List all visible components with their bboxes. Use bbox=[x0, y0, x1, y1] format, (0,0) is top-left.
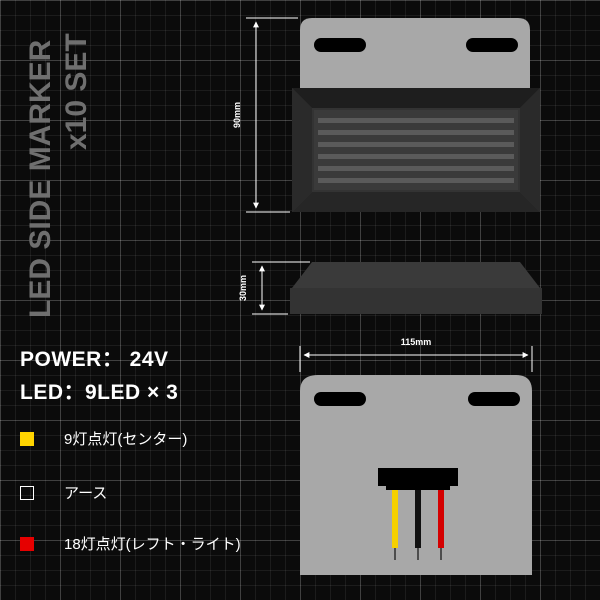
side-view bbox=[290, 262, 542, 314]
front-bezel-top bbox=[292, 88, 540, 108]
legend-item-ground: アース bbox=[20, 482, 107, 503]
side-housing-body bbox=[290, 288, 542, 314]
yellow-swatch-icon bbox=[20, 431, 34, 446]
product-title: LED SIDE MARKER x10 SET bbox=[24, 33, 90, 318]
depth-dimension: 30mm bbox=[238, 261, 310, 315]
front-bezel-left bbox=[292, 88, 312, 212]
front-mount-hole-left bbox=[314, 38, 366, 52]
wire-connector bbox=[378, 468, 458, 486]
wire-connector-stem bbox=[386, 486, 450, 490]
back-view bbox=[300, 375, 532, 575]
front-bezel-right bbox=[520, 88, 540, 212]
width-label: 115mm bbox=[401, 337, 432, 347]
lens-ribs bbox=[318, 118, 514, 183]
height-dimension: 90mm bbox=[232, 17, 298, 213]
product-title-line1: LED SIDE MARKER bbox=[24, 39, 57, 318]
width-dimension: 115mm bbox=[299, 337, 533, 372]
front-view bbox=[292, 18, 540, 212]
legend-label-left-right: 18灯点灯(レフト・ライト) bbox=[64, 536, 241, 553]
front-mount-plate bbox=[300, 18, 530, 95]
red-swatch-icon bbox=[20, 536, 34, 551]
side-housing-top bbox=[292, 262, 540, 288]
depth-label: 30mm bbox=[238, 275, 248, 301]
legend-item-left-right: 18灯点灯(レフト・ライト) bbox=[20, 533, 241, 554]
back-mount-hole-left bbox=[314, 392, 366, 406]
front-bezel-bottom bbox=[292, 192, 540, 212]
power-spec: POWER： 24V bbox=[20, 348, 169, 371]
front-lens bbox=[314, 110, 518, 190]
height-label: 90mm bbox=[232, 102, 242, 128]
product-title-line2: x10 SET bbox=[60, 33, 90, 150]
back-mount-hole-right bbox=[468, 392, 520, 406]
legend-label-ground: アース bbox=[64, 485, 108, 502]
legend-label-center: 9灯点灯(センター) bbox=[64, 431, 188, 448]
white-swatch-icon bbox=[20, 485, 34, 500]
led-spec: LED：9LED × 3 bbox=[20, 381, 179, 404]
front-mount-hole-right bbox=[466, 38, 518, 52]
legend-item-center: 9灯点灯(センター) bbox=[20, 428, 187, 449]
